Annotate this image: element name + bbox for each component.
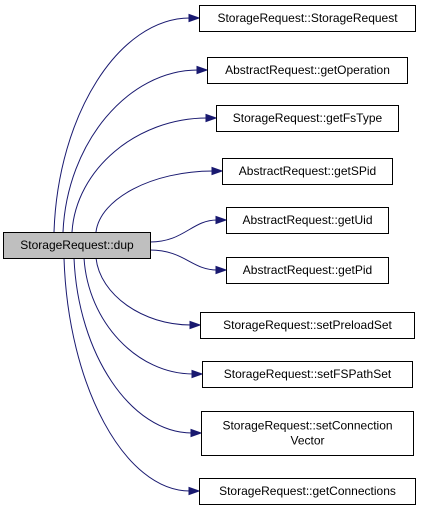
call-edge-arrowhead bbox=[205, 113, 218, 123]
callee-node-3-label: StorageRequest::getFsType bbox=[233, 111, 383, 125]
call-edge-arrowhead bbox=[215, 215, 228, 225]
call-edge-6 bbox=[149, 249, 218, 271]
call-edge-arrowhead bbox=[188, 486, 201, 496]
callee-node-6-label: AbstractRequest::getPid bbox=[243, 263, 372, 277]
call-edge-arrowhead bbox=[211, 166, 224, 176]
callee-node-7-box bbox=[200, 312, 415, 339]
call-edge-2 bbox=[62, 69, 199, 233]
callee-node-8[interactable]: StorageRequest::setFSPathSet bbox=[202, 361, 413, 388]
callee-node-3[interactable]: StorageRequest::getFsType bbox=[216, 105, 399, 132]
call-edge-arrowhead bbox=[190, 428, 203, 438]
call-edge-arrowhead bbox=[215, 265, 228, 275]
callee-node-7-label: StorageRequest::setPreloadSet bbox=[223, 318, 392, 332]
call-edge-1 bbox=[53, 17, 191, 233]
call-edge-arrowhead bbox=[196, 65, 209, 75]
root-function-node-box bbox=[3, 232, 151, 259]
callee-node-2-label: AbstractRequest::getOperation bbox=[225, 63, 390, 77]
call-edge-9 bbox=[73, 257, 193, 434]
callee-node-5[interactable]: AbstractRequest::getUid bbox=[226, 207, 389, 234]
callee-node-9-label: StorageRequest::setConnection bbox=[222, 419, 392, 433]
callee-node-4-label: AbstractRequest::getSPid bbox=[239, 164, 376, 178]
callee-node-6[interactable]: AbstractRequest::getPid bbox=[226, 257, 389, 284]
callee-node-7[interactable]: StorageRequest::setPreloadSet bbox=[200, 312, 415, 339]
call-edge-arrowhead bbox=[191, 369, 204, 379]
root-function-node-label: StorageRequest::dup bbox=[20, 238, 134, 252]
callee-node-2-box bbox=[207, 57, 408, 84]
call-edge-4 bbox=[95, 170, 214, 233]
callee-node-9-label: Vector bbox=[290, 434, 324, 448]
call-edge-arrowhead bbox=[189, 320, 202, 330]
call-edge-3 bbox=[71, 117, 208, 233]
call-edge-10 bbox=[63, 257, 191, 492]
call-edges bbox=[53, 13, 228, 496]
callee-node-3-box bbox=[216, 105, 399, 132]
callee-node-10-label: StorageRequest::getConnections bbox=[219, 484, 396, 498]
callee-node-5-box bbox=[226, 207, 389, 234]
callee-node-9-box bbox=[201, 411, 414, 456]
callee-node-4[interactable]: AbstractRequest::getSPid bbox=[222, 158, 393, 185]
callee-node-10-box bbox=[199, 478, 416, 505]
call-edge-5 bbox=[149, 219, 218, 243]
callee-node-2[interactable]: AbstractRequest::getOperation bbox=[207, 57, 408, 84]
callee-node-8-label: StorageRequest::setFSPathSet bbox=[224, 367, 392, 381]
callee-node-5-label: AbstractRequest::getUid bbox=[242, 213, 372, 227]
call-edge-arrowhead bbox=[188, 13, 201, 23]
callee-node-10[interactable]: StorageRequest::getConnections bbox=[199, 478, 416, 505]
root-function-node[interactable]: StorageRequest::dup bbox=[3, 232, 151, 259]
call-edge-7 bbox=[95, 257, 192, 326]
callee-node-1[interactable]: StorageRequest::StorageRequest bbox=[199, 5, 416, 32]
callee-node-6-box bbox=[226, 257, 389, 284]
call-edge-8 bbox=[83, 257, 194, 375]
call-nodes: StorageRequest::dup StorageRequest::Stora… bbox=[3, 5, 416, 505]
callee-node-1-label: StorageRequest::StorageRequest bbox=[217, 11, 398, 25]
callee-node-1-box bbox=[199, 5, 416, 32]
callee-node-4-box bbox=[222, 158, 393, 185]
callee-node-8-box bbox=[202, 361, 413, 388]
